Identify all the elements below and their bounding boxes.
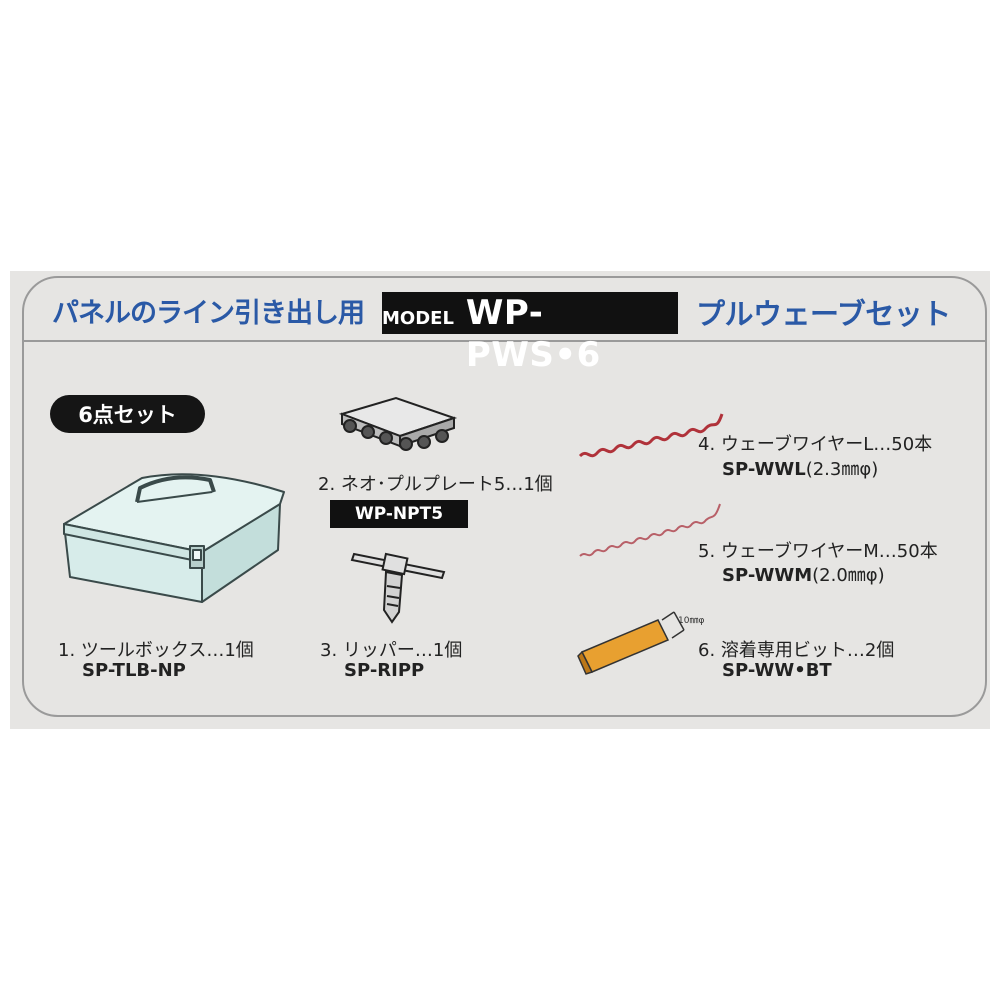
model-badge: MODEL WP-PWS•6 <box>382 292 678 375</box>
wave-wire-m-icon <box>579 503 721 557</box>
toolbox-icon <box>63 473 285 603</box>
bit-dimension-label: 10㎜φ <box>678 616 705 626</box>
item-5-code-text: SP-WWM <box>722 565 813 586</box>
item-1-label: 1. ツールボックス…1個 <box>58 640 254 661</box>
product-title: プルウェーブセット <box>696 297 951 331</box>
item-6-label: 6. 溶着専用ビット…2個 <box>698 640 895 661</box>
subtitle: パネルのライン引き出し用 <box>52 298 365 329</box>
set-count-badge: 6点セット <box>50 395 205 433</box>
item-5-code: SP-WWM(2.0㎜φ) <box>722 561 885 587</box>
item-6-code: SP-WW•BT <box>722 660 832 681</box>
item-4-label: 4. ウェーブワイヤーL…50本 <box>698 434 933 455</box>
item-4-code: SP-WWL(2.3㎜φ) <box>722 455 878 481</box>
item-2-code: WP-NPT5 <box>330 500 468 528</box>
model-code: WP-PWS•6 <box>465 293 601 375</box>
item-5-code-suffix: (2.0㎜φ) <box>812 565 885 586</box>
model-label: MODEL <box>382 308 454 329</box>
header-divider <box>22 340 987 342</box>
item-1-code: SP-TLB-NP <box>82 660 186 681</box>
welding-bit-icon <box>577 611 685 675</box>
item-5-label: 5. ウェーブワイヤーM…50本 <box>698 541 938 562</box>
ripper-icon <box>350 552 446 624</box>
item-2-label: 2. ネオ･プルプレート5…1個 <box>318 474 553 495</box>
panel-frame <box>22 276 987 717</box>
item-4-code-suffix: (2.3㎜φ) <box>805 459 879 480</box>
pull-plate-icon <box>338 396 458 451</box>
item-3-code: SP-RIPP <box>344 660 425 681</box>
item-4-code-text: SP-WWL <box>722 459 806 480</box>
item-3-label: 3. リッパー…1個 <box>320 640 463 661</box>
wave-wire-l-icon <box>578 413 724 458</box>
